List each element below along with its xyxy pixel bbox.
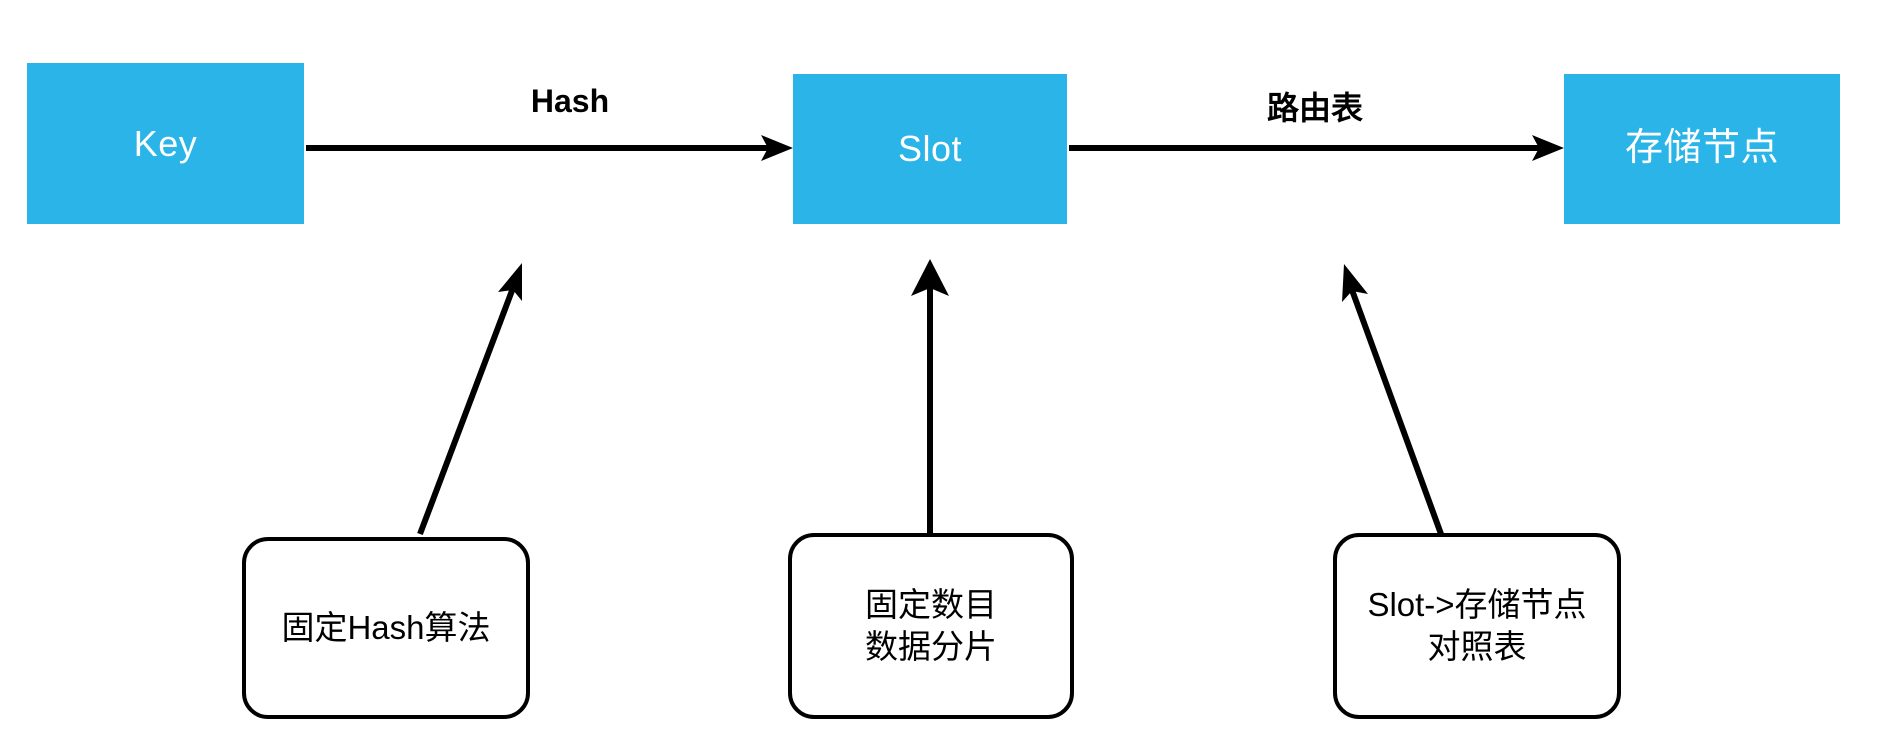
arrow-slot-to-node bbox=[1069, 135, 1564, 161]
node-label-slot: Slot bbox=[897, 128, 963, 170]
arrow-note-slot bbox=[911, 259, 949, 534]
note-box-fixed-count-shards[interactable]: 固定数目 数据分片 bbox=[788, 533, 1074, 719]
node-box-key[interactable]: Key bbox=[27, 63, 304, 224]
note-line: 固定Hash算法 bbox=[281, 608, 491, 646]
node-box-slot[interactable]: Slot bbox=[793, 74, 1067, 224]
note-line: 数据分片 bbox=[865, 628, 997, 665]
node-label-storage-node: 存储节点 bbox=[1624, 127, 1779, 170]
note-line: Slot->存储节点 bbox=[1367, 585, 1587, 623]
arrow-note-route bbox=[1342, 264, 1444, 536]
arrow-note-hash bbox=[417, 263, 522, 536]
node-label-key: Key bbox=[133, 122, 198, 164]
note-line: 固定数目 bbox=[865, 585, 997, 623]
node-box-storage-node[interactable]: 存储节点 bbox=[1564, 74, 1840, 224]
edge-label-hash: Hash bbox=[530, 83, 610, 119]
note-box-slot-to-node-mapping[interactable]: Slot->存储节点 对照表 bbox=[1333, 533, 1621, 719]
edge-label-route: 路由表 bbox=[1266, 90, 1363, 126]
note-box-fixed-hash-algorithm[interactable]: 固定Hash算法 bbox=[242, 537, 530, 719]
note-line: 对照表 bbox=[1427, 628, 1527, 665]
arrow-key-to-slot bbox=[306, 135, 793, 161]
